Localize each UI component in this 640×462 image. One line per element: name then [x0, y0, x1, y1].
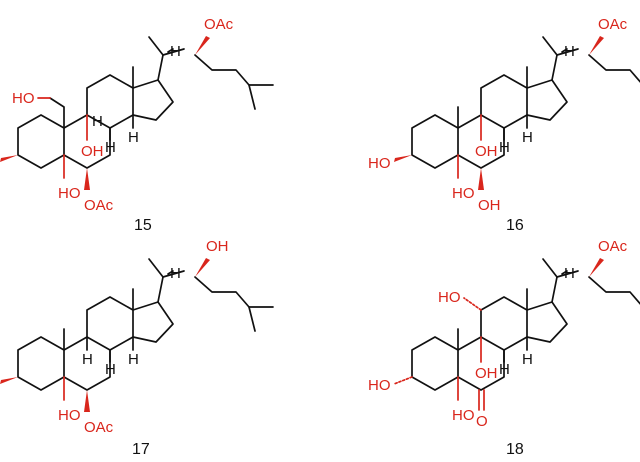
c19-hydroxyl-label: HO [12, 90, 35, 107]
c14-hydrogen-label: H [128, 351, 139, 368]
c8-hydrogen-label: H [499, 139, 510, 156]
side-chain-hydroxyl-label: OH [206, 238, 229, 255]
c3-hydroxyl-label: HO [368, 155, 391, 172]
c20-hydrogen-label: H [170, 265, 181, 282]
c6-acetoxy-label: OAc [84, 197, 114, 214]
compound-15: HO OH H H H HO OAc OAc H 15 [0, 16, 274, 234]
compound-number: 17 [132, 441, 150, 458]
side-chain-acetoxy-label: OAc [598, 238, 628, 255]
compound-number: 18 [506, 441, 524, 458]
c14-hydrogen-label: H [522, 129, 533, 146]
compound-16: HO OH H H HO OH OAc H 16 [368, 16, 640, 234]
c6-acetoxy-label: OAc [84, 419, 114, 436]
c6-hydroxyl-label: OH [478, 197, 501, 214]
compound-17: H H H HO OAc OH H 17 [0, 238, 274, 458]
c6-ketone-label: O [476, 413, 488, 430]
side-chain-acetoxy-label: OAc [204, 16, 234, 33]
c5-hydroxyl-label: HO [452, 407, 475, 424]
c8-hydrogen-label: H [105, 139, 116, 156]
c14-hydrogen-label: H [522, 351, 533, 368]
c3-hydroxyl-label: HO [368, 377, 391, 394]
compound-number: 15 [134, 217, 152, 234]
c14-hydrogen-label: H [128, 129, 139, 146]
c20-hydrogen-label: H [170, 43, 181, 60]
c19-hydroxymethyl-bond [49, 97, 65, 129]
c20-hydrogen-label: H [564, 265, 575, 282]
c8-hydrogen-label: H [105, 361, 116, 378]
c9-hydrogen-label: H [92, 113, 103, 130]
c9-hydroxyl-label: OH [81, 143, 104, 160]
c20-hydrogen-label: H [564, 43, 575, 60]
compound-number: 16 [506, 217, 524, 234]
compound-18: HO HO OH H H HO O OAc H 18 [368, 238, 640, 458]
c11-hydroxyl-label: HO [438, 289, 461, 306]
side-chain-acetoxy-label: OAc [598, 16, 628, 33]
c9-hydroxyl-label: OH [475, 365, 498, 382]
c5-hydroxyl-label: HO [452, 185, 475, 202]
c8-hydrogen-label: H [499, 361, 510, 378]
c5-hydroxyl-label: HO [58, 185, 81, 202]
c9-hydrogen-label: H [82, 351, 93, 368]
c5-hydroxyl-label: HO [58, 407, 81, 424]
c9-hydroxyl-label: OH [475, 143, 498, 160]
